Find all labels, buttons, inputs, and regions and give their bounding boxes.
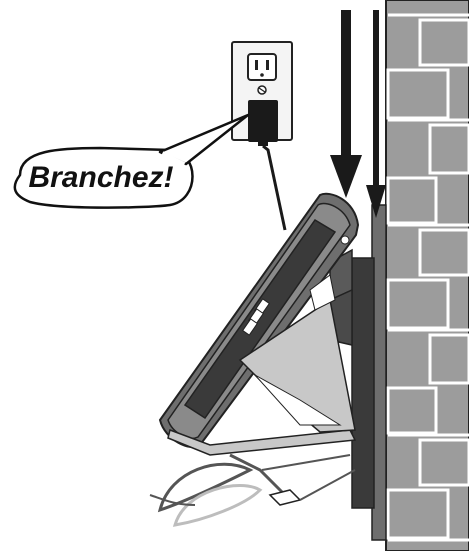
power-adapter-icon (248, 100, 278, 146)
base-station-icon (160, 194, 358, 455)
telephone-cord-icon (150, 455, 355, 525)
branchez-callout: Branchez! (15, 115, 248, 208)
callout-label: Branchez! (28, 161, 173, 194)
brick-wall-icon (386, 0, 469, 551)
down-arrow-icon (330, 10, 386, 218)
